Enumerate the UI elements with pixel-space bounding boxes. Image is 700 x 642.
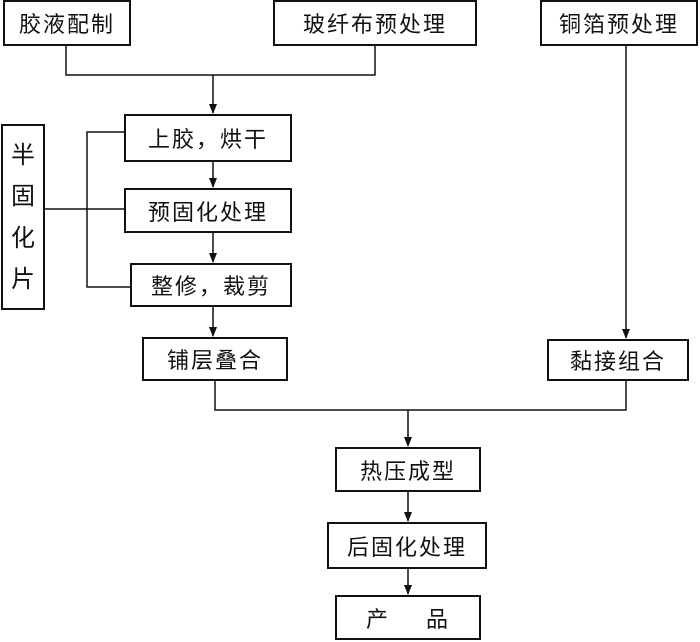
side-label-char: 片 xyxy=(11,265,35,294)
step-precure: 预固化处理 xyxy=(124,188,292,233)
side-label-char: 半 xyxy=(11,140,35,169)
step-bond-combine-label: 黏接组合 xyxy=(569,350,666,375)
step-product: 产 品 xyxy=(335,595,481,640)
step-postcure-label: 后固化处理 xyxy=(346,535,467,561)
step-glue-dry: 上胶，烘干 xyxy=(124,114,292,162)
side-label-prepreg: 半 固 化 片 xyxy=(1,124,45,310)
step-glass-cloth-pretreat: 玻纤布预处理 xyxy=(273,0,477,46)
step-glue-prep: 胶液配制 xyxy=(3,0,131,46)
step-hot-press-label: 热压成型 xyxy=(359,459,456,485)
step-copper-foil-pretreat-label: 铜箔预处理 xyxy=(558,13,679,38)
step-trim-cut-label: 整修，裁剪 xyxy=(150,275,271,300)
step-postcure: 后固化处理 xyxy=(327,522,487,569)
connector-merge xyxy=(214,381,627,411)
step-glue-prep-label: 胶液配制 xyxy=(18,13,115,38)
step-bond-combine: 黏接组合 xyxy=(547,339,689,381)
side-label-char: 固 xyxy=(11,182,35,211)
step-precure-label: 预固化处理 xyxy=(147,200,268,226)
side-label-char: 化 xyxy=(11,223,35,252)
step-product-label: 产 品 xyxy=(366,607,450,633)
step-glue-dry-label: 上胶，烘干 xyxy=(147,128,268,153)
step-layup-label: 铺层叠合 xyxy=(166,349,263,374)
step-hot-press: 热压成型 xyxy=(335,447,481,492)
connector-glue-prep xyxy=(65,46,376,76)
step-copper-foil-pretreat: 铜箔预处理 xyxy=(540,0,698,46)
step-trim-cut: 整修，裁剪 xyxy=(130,263,292,307)
step-glass-cloth-pretreat-label: 玻纤布预处理 xyxy=(302,13,447,38)
step-layup: 铺层叠合 xyxy=(142,337,288,381)
